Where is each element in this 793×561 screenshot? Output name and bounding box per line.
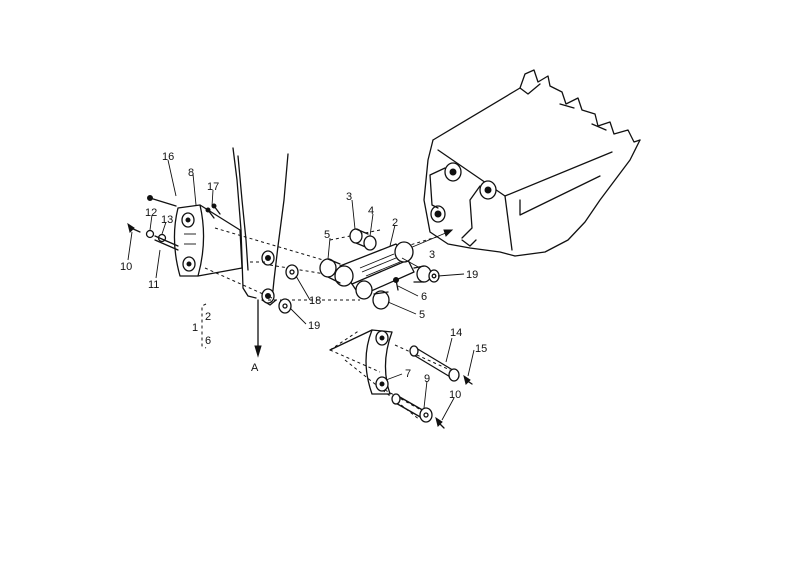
callout-15: 15 (475, 343, 487, 355)
left-fasteners (127, 195, 221, 251)
callout-labels: 16 8 17 12 13 10 11 3 4 2 5 3 19 6 5 18 … (120, 151, 487, 401)
callout-17: 17 (207, 181, 219, 193)
leader-lines (127, 159, 475, 421)
callout-3-upper: 3 (346, 191, 352, 203)
callout-10-right: 10 (449, 389, 461, 401)
callout-A: A (251, 362, 259, 374)
callout-2: 2 (392, 217, 398, 229)
callout-6-group: 6 (205, 335, 211, 347)
callout-8: 8 (188, 167, 194, 179)
left-link-plate (173, 204, 243, 277)
callout-19-left: 19 (308, 320, 320, 332)
group-bracket (201, 303, 207, 349)
callout-18: 18 (309, 295, 321, 307)
centre-link (319, 228, 432, 310)
callout-1: 1 (192, 322, 198, 334)
callout-7: 7 (405, 368, 411, 380)
callout-9: 9 (424, 373, 430, 385)
callout-19-right: 19 (466, 269, 478, 281)
stick-arm (232, 147, 289, 358)
callout-12: 12 (145, 207, 157, 219)
callout-14: 14 (450, 327, 462, 339)
washers (278, 264, 440, 314)
callout-2-group: 2 (205, 311, 211, 323)
callout-10-left: 10 (120, 261, 132, 273)
callout-6: 6 (421, 291, 427, 303)
bucket-drawing (423, 69, 641, 257)
callout-13: 13 (161, 214, 173, 226)
callout-3-right: 3 (429, 249, 435, 261)
callout-11: 11 (148, 279, 159, 291)
callout-16: 16 (162, 151, 174, 163)
callout-4: 4 (368, 205, 374, 217)
callout-5-lower: 5 (419, 309, 425, 321)
callout-5-upper: 5 (324, 229, 330, 241)
lower-pins (391, 345, 473, 429)
lower-link-plate (329, 329, 393, 395)
